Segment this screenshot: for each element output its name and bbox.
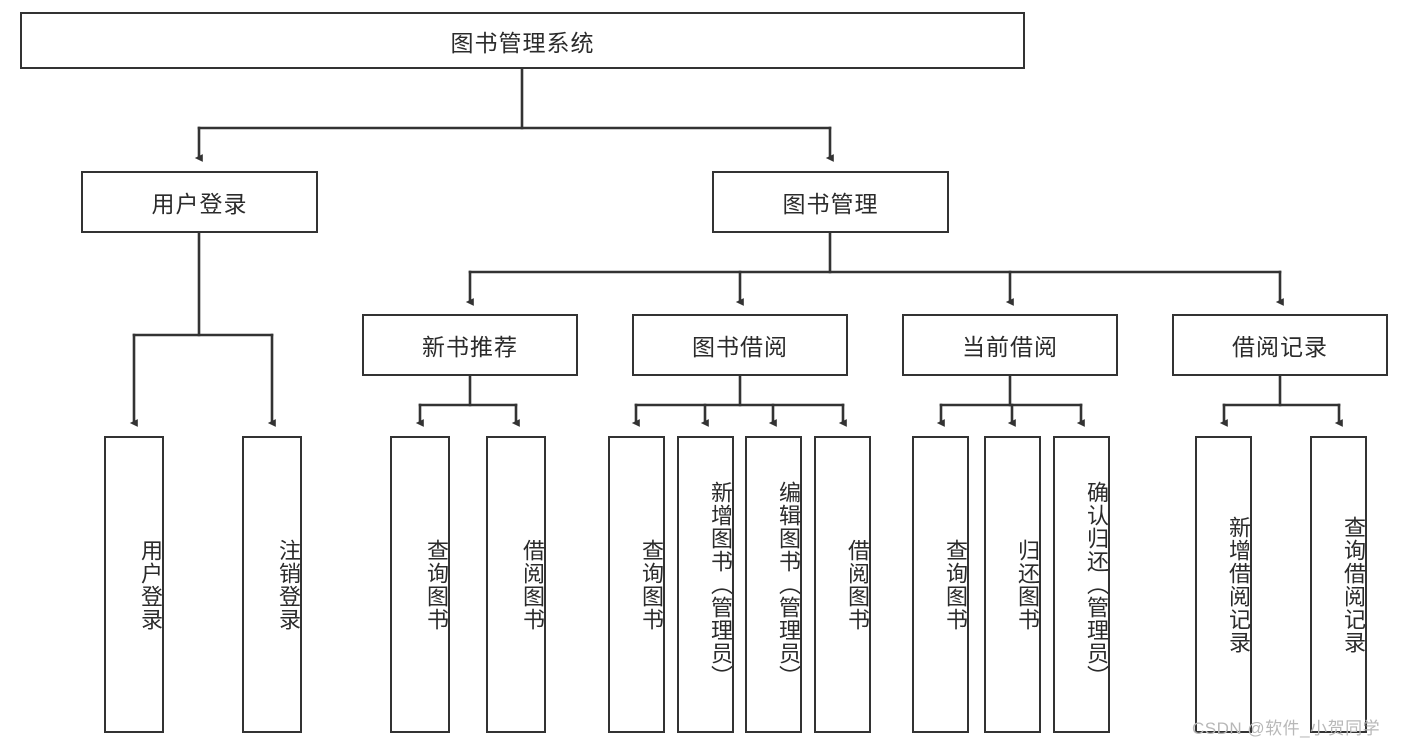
node-leaf-query-book-current[interactable]: 查询图书 — [912, 436, 969, 733]
node-leaf-borrow-book-recommend[interactable]: 借阅图书 — [486, 436, 546, 733]
node-leaf-add-book[interactable]: 新增图书（管理员） — [677, 436, 734, 733]
node-root[interactable]: 图书管理系统 — [20, 12, 1025, 69]
node-leaf-logout[interactable]: 注销登录 — [242, 436, 302, 733]
node-leaf-add-book-label: 新增图书（管理员） — [708, 481, 733, 688]
node-leaf-borrow-book-recommend-label: 借阅图书 — [520, 538, 545, 631]
node-leaf-add-borrow-record[interactable]: 新增借阅记录 — [1195, 436, 1252, 733]
node-leaf-return-book-label: 归还图书 — [1015, 538, 1040, 631]
node-leaf-query-borrow-record[interactable]: 查询借阅记录 — [1310, 436, 1367, 733]
node-leaf-user-login[interactable]: 用户登录 — [104, 436, 164, 733]
node-user-login[interactable]: 用户登录 — [81, 171, 318, 233]
node-leaf-borrow-book-label: 借阅图书 — [845, 538, 870, 631]
csdn-watermark: CSDN @软件_小贺同学 — [1192, 719, 1381, 738]
node-leaf-query-book-borrow-label: 查询图书 — [639, 538, 664, 631]
node-leaf-logout-label: 注销登录 — [276, 538, 301, 631]
node-book-borrow-label: 图书借阅 — [692, 334, 788, 360]
node-leaf-query-book-recommend[interactable]: 查询图书 — [390, 436, 450, 733]
node-book-management[interactable]: 图书管理 — [712, 171, 949, 233]
node-borrow-record-label: 借阅记录 — [1232, 334, 1328, 360]
node-book-borrow[interactable]: 图书借阅 — [632, 314, 848, 376]
node-leaf-return-book[interactable]: 归还图书 — [984, 436, 1041, 733]
node-leaf-edit-book[interactable]: 编辑图书（管理员） — [745, 436, 802, 733]
node-book-management-label: 图书管理 — [782, 191, 879, 217]
node-borrow-record[interactable]: 借阅记录 — [1172, 314, 1388, 376]
node-current-borrow[interactable]: 当前借阅 — [902, 314, 1118, 376]
node-leaf-query-book-recommend-label: 查询图书 — [424, 538, 449, 631]
node-leaf-query-borrow-record-label: 查询借阅记录 — [1341, 515, 1366, 654]
node-leaf-borrow-book[interactable]: 借阅图书 — [814, 436, 871, 733]
node-leaf-confirm-return-label: 确认归还（管理员） — [1084, 481, 1109, 688]
node-root-label: 图书管理系统 — [450, 29, 595, 56]
node-leaf-query-book-current-label: 查询图书 — [943, 538, 968, 631]
node-user-login-label: 用户登录 — [151, 191, 248, 217]
node-leaf-user-login-label: 用户登录 — [138, 538, 163, 631]
node-leaf-confirm-return[interactable]: 确认归还（管理员） — [1053, 436, 1110, 733]
node-leaf-edit-book-label: 编辑图书（管理员） — [776, 481, 801, 688]
node-leaf-query-book-borrow[interactable]: 查询图书 — [608, 436, 665, 733]
node-new-book-recommend-label: 新书推荐 — [422, 334, 518, 360]
node-current-borrow-label: 当前借阅 — [962, 334, 1058, 360]
node-leaf-add-borrow-record-label: 新增借阅记录 — [1226, 515, 1251, 654]
node-new-book-recommend[interactable]: 新书推荐 — [362, 314, 578, 376]
